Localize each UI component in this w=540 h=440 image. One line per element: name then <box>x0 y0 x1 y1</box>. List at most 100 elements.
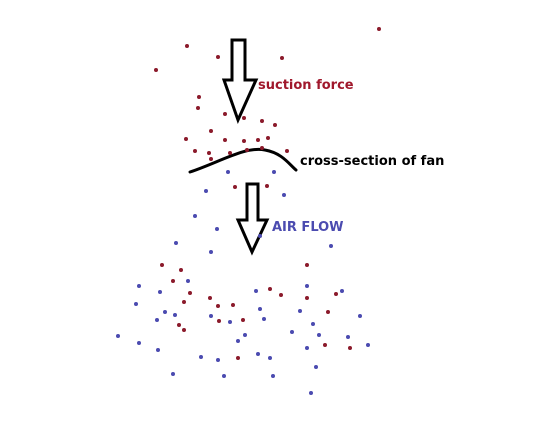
particles-group <box>116 27 381 395</box>
red-particle <box>228 151 232 155</box>
fan-cross-section-label: cross-section of fan <box>300 154 445 169</box>
blue-particle <box>193 214 197 218</box>
red-particle <box>233 185 237 189</box>
blue-particle <box>311 322 315 326</box>
red-particle <box>268 287 272 291</box>
red-particle <box>273 123 277 127</box>
red-particle <box>184 137 188 141</box>
red-particle <box>182 328 186 332</box>
red-particle <box>188 291 192 295</box>
red-particle <box>197 95 201 99</box>
blue-particle <box>317 333 321 337</box>
red-particle <box>279 293 283 297</box>
red-particle <box>160 263 164 267</box>
blue-particle <box>158 290 162 294</box>
red-particle <box>256 138 260 142</box>
blue-particle <box>290 330 294 334</box>
blue-particle <box>155 318 159 322</box>
blue-particle <box>309 391 313 395</box>
red-particle <box>179 268 183 272</box>
red-particle <box>260 119 264 123</box>
blue-particle <box>254 289 258 293</box>
red-particle <box>223 138 227 142</box>
red-particle <box>323 343 327 347</box>
blue-particle <box>163 310 167 314</box>
blue-particle <box>204 189 208 193</box>
red-particle <box>334 292 338 296</box>
red-particle <box>216 55 220 59</box>
blue-particle <box>282 193 286 197</box>
red-particle <box>216 304 220 308</box>
blue-particle <box>171 372 175 376</box>
blue-particle <box>314 365 318 369</box>
red-particle <box>209 157 213 161</box>
blue-particle <box>305 346 309 350</box>
blue-particle <box>209 314 213 318</box>
air-flow-label: AIR FLOW <box>272 220 344 235</box>
blue-particle <box>228 320 232 324</box>
red-particle <box>217 319 221 323</box>
blue-particle <box>271 374 275 378</box>
red-particle <box>182 300 186 304</box>
suction-force-label: suction force <box>258 78 354 93</box>
blue-particle <box>358 314 362 318</box>
fan-blade-cross-section <box>188 147 298 174</box>
red-particle <box>326 310 330 314</box>
blue-particle <box>262 317 266 321</box>
blue-particle <box>174 241 178 245</box>
red-particle <box>207 151 211 155</box>
red-particle <box>245 148 249 152</box>
blue-particle <box>243 333 247 337</box>
red-particle <box>154 68 158 72</box>
red-particle <box>266 136 270 140</box>
blue-particle <box>216 358 220 362</box>
red-particle <box>377 27 381 31</box>
blue-particle <box>272 170 276 174</box>
blue-particle <box>199 355 203 359</box>
blue-particle <box>258 307 262 311</box>
suction-arrow <box>221 38 259 125</box>
blue-particle <box>256 352 260 356</box>
blue-particle <box>173 313 177 317</box>
blue-particle <box>116 334 120 338</box>
red-particle <box>196 106 200 110</box>
red-particle <box>305 263 309 267</box>
blue-particle <box>268 356 272 360</box>
red-particle <box>209 129 213 133</box>
blue-particle <box>305 284 309 288</box>
airflow-arrow <box>235 182 270 256</box>
blue-particle <box>137 341 141 345</box>
red-particle <box>231 303 235 307</box>
red-particle <box>185 44 189 48</box>
blue-particle <box>215 227 219 231</box>
red-particle <box>208 296 212 300</box>
blue-particle <box>340 289 344 293</box>
red-particle <box>265 184 269 188</box>
red-particle <box>280 56 284 60</box>
blue-particle <box>186 279 190 283</box>
red-particle <box>348 346 352 350</box>
red-particle <box>242 116 246 120</box>
blue-particle <box>346 335 350 339</box>
red-particle <box>223 112 227 116</box>
blue-particle <box>156 348 160 352</box>
blue-particle <box>366 343 370 347</box>
blue-particle <box>222 374 226 378</box>
red-particle <box>177 323 181 327</box>
blue-particle <box>226 170 230 174</box>
blue-particle <box>329 244 333 248</box>
red-particle <box>193 149 197 153</box>
blue-particle <box>134 302 138 306</box>
blue-particle <box>258 234 262 238</box>
blue-particle <box>298 309 302 313</box>
blue-particle <box>137 284 141 288</box>
red-particle <box>242 139 246 143</box>
blue-particle <box>209 250 213 254</box>
red-particle <box>305 296 309 300</box>
blue-particle <box>236 339 240 343</box>
red-particle <box>285 149 289 153</box>
red-particle <box>171 279 175 283</box>
red-particle <box>241 318 245 322</box>
